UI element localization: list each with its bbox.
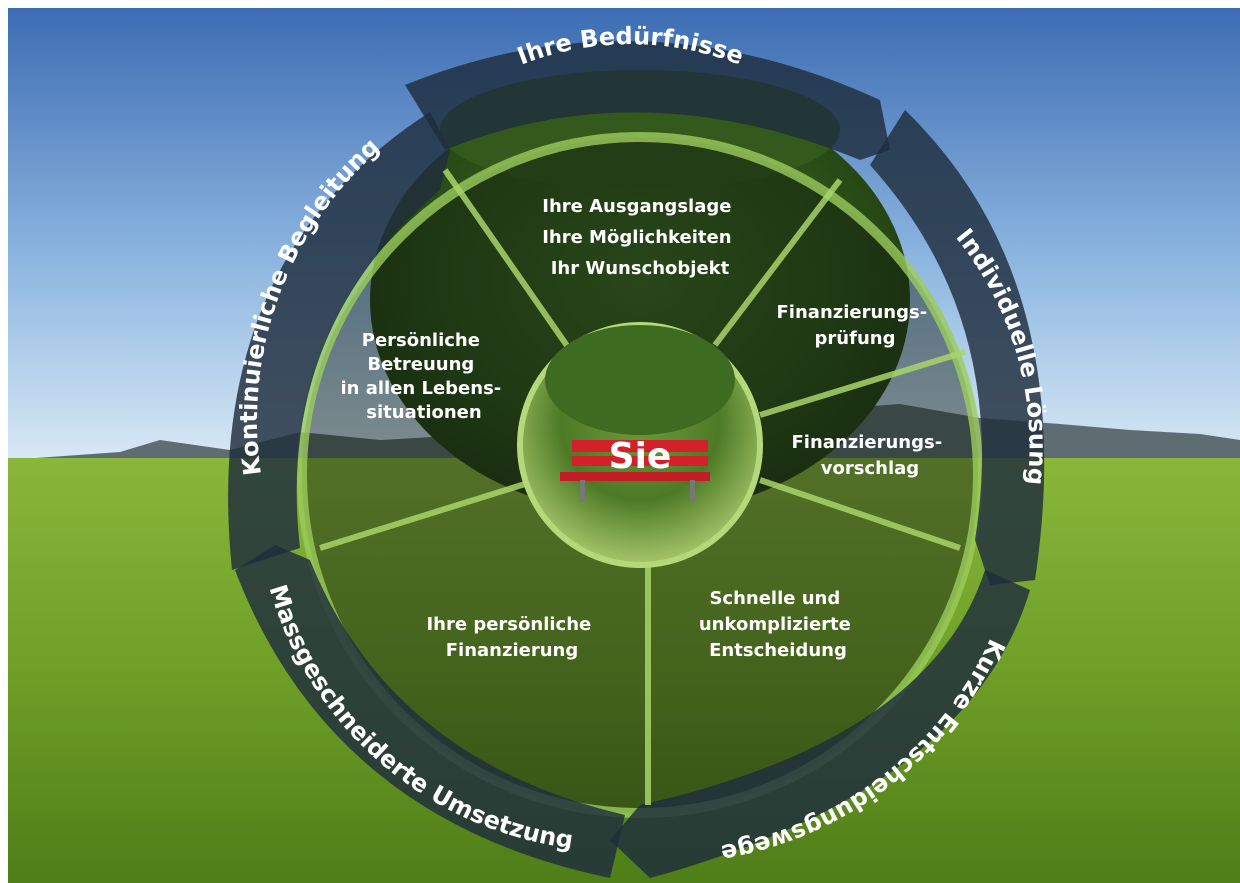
segment-personal-financing: Ihre persönliche Finanzierung [426,614,597,661]
ring-arrow-ongoing [228,112,450,570]
segment-dividers [319,168,966,805]
bench [560,440,710,502]
center-label: Sie [609,436,672,477]
segment-financing-proposal: Finanzierungs- vorschlag [792,432,949,479]
segment-financing-check: Finanzierungs- prüfung [777,302,934,349]
outer-ring [228,40,1045,878]
segment-personal-support: Persönliche Betreuung in allen Lebens- s… [340,330,507,423]
segment-starting-position: Ihre Ausgangslage Ihre Möglichkeiten Ihr… [542,196,738,279]
ring-arrow-short-decisions [610,570,1030,878]
ring-arrow-needs [405,40,890,160]
ring-arrow-tailored [235,545,625,878]
ring-arrow-individual [870,110,1045,585]
segment-quick-decision: Schnelle und unkomplizierte Entscheidung [699,588,857,661]
center-tree [545,325,735,435]
